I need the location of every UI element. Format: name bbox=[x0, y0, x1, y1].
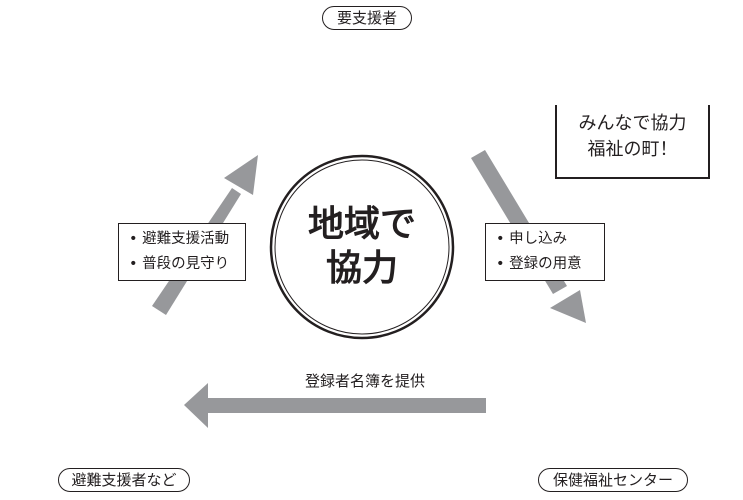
center-line1: 地域で bbox=[307, 204, 416, 245]
slogan-line1: みんなで協力 bbox=[578, 113, 687, 134]
bottom-arrow-label: 登録者名簿を提供 bbox=[304, 372, 425, 390]
right-box-item: • 登録の用意 bbox=[496, 256, 582, 272]
right-activity-box: • 申し込み • 登録の用意 bbox=[485, 223, 605, 281]
left-box-item: • 普段の見守り bbox=[129, 256, 230, 272]
slogan-box: みんなで協力 福祉の町！ bbox=[555, 105, 710, 179]
left-box-item: • 避難支援活動 bbox=[129, 231, 230, 247]
node-health-welfare-center: 保健福祉センター bbox=[538, 468, 688, 492]
left-activity-box: • 避難支援活動 • 普段の見守り bbox=[118, 223, 246, 281]
center-title: 地域で 協力 bbox=[272, 157, 452, 337]
center-line2: 協力 bbox=[325, 248, 398, 289]
right-box-item: • 申し込み bbox=[496, 231, 568, 247]
center-circle-inner bbox=[274, 159, 450, 335]
node-evacuation-supporters: 避難支援者など bbox=[58, 468, 190, 492]
node-top-support-recipients: 要支援者 bbox=[322, 6, 412, 30]
arrow-left bbox=[184, 383, 486, 428]
slogan-line2: 福祉の町！ bbox=[587, 139, 678, 160]
center-circle-outer bbox=[269, 154, 455, 340]
